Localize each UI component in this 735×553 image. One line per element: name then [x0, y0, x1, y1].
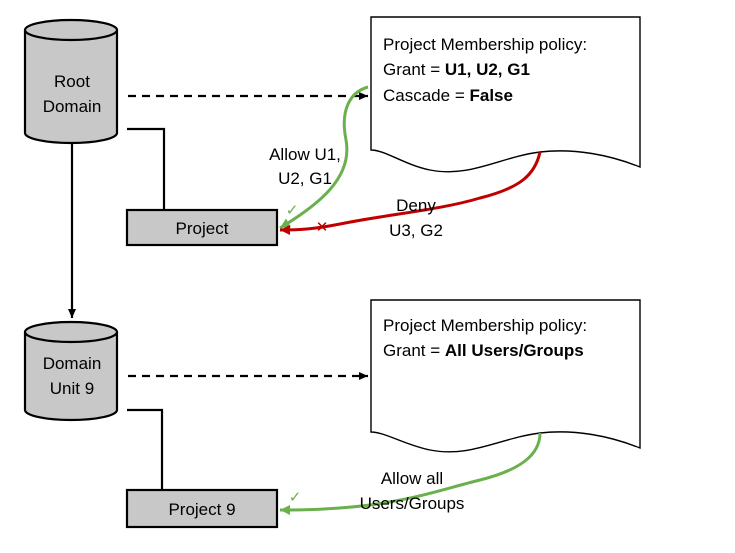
policy-title-2: Project Membership policy:: [383, 316, 587, 335]
allow-label-top-line2: U2, G1: [278, 169, 332, 188]
project-9-node: Project 9: [125, 488, 279, 529]
deny-label-line1: Deny: [396, 196, 436, 215]
domain-unit-policy-document: Project Membership policy: Grant = All U…: [370, 299, 641, 453]
cross-icon: ✕: [316, 218, 329, 236]
root-domain-node: Root Domain: [23, 18, 119, 145]
project-9-label: Project 9: [168, 500, 235, 519]
root-domain-policy-document: Project Membership policy: Grant = U1, U…: [370, 16, 641, 173]
project-label: Project: [176, 219, 229, 238]
allow-arrow-top: [279, 85, 369, 230]
allow-label-bottom-line1: Allow all: [381, 469, 443, 488]
root-domain-label-line2: Domain: [43, 97, 102, 116]
allow-label-top-line1: Allow U1,: [269, 145, 341, 164]
hierarchy-connectors: [68, 127, 166, 490]
check-icon: ✓: [286, 201, 299, 219]
allow-label-bottom-line2: Users/Groups: [360, 494, 465, 513]
policy-cascade-line: Cascade = False: [383, 86, 513, 105]
domain-unit-to-project9-connector: [127, 408, 164, 490]
domain-unit-label-line2: Unit 9: [50, 379, 94, 398]
allow-arrow-bottom: [279, 432, 542, 515]
root-to-project-connector: [127, 127, 166, 210]
policy-grant-line: Grant = U1, U2, G1: [383, 60, 530, 79]
policy-links: [128, 92, 368, 380]
domain-unit-9-node: Domain Unit 9: [23, 320, 119, 422]
check-icon-bottom: ✓: [289, 488, 302, 506]
domain-unit-label-line1: Domain: [43, 354, 102, 373]
project-node: Project: [125, 208, 279, 247]
deny-arrow: [279, 151, 542, 235]
policy-grant-line-2: Grant = All Users/Groups: [383, 341, 584, 360]
deny-label-line2: U3, G2: [389, 221, 443, 240]
root-domain-label-line1: Root: [54, 72, 90, 91]
policy-title: Project Membership policy:: [383, 35, 587, 54]
